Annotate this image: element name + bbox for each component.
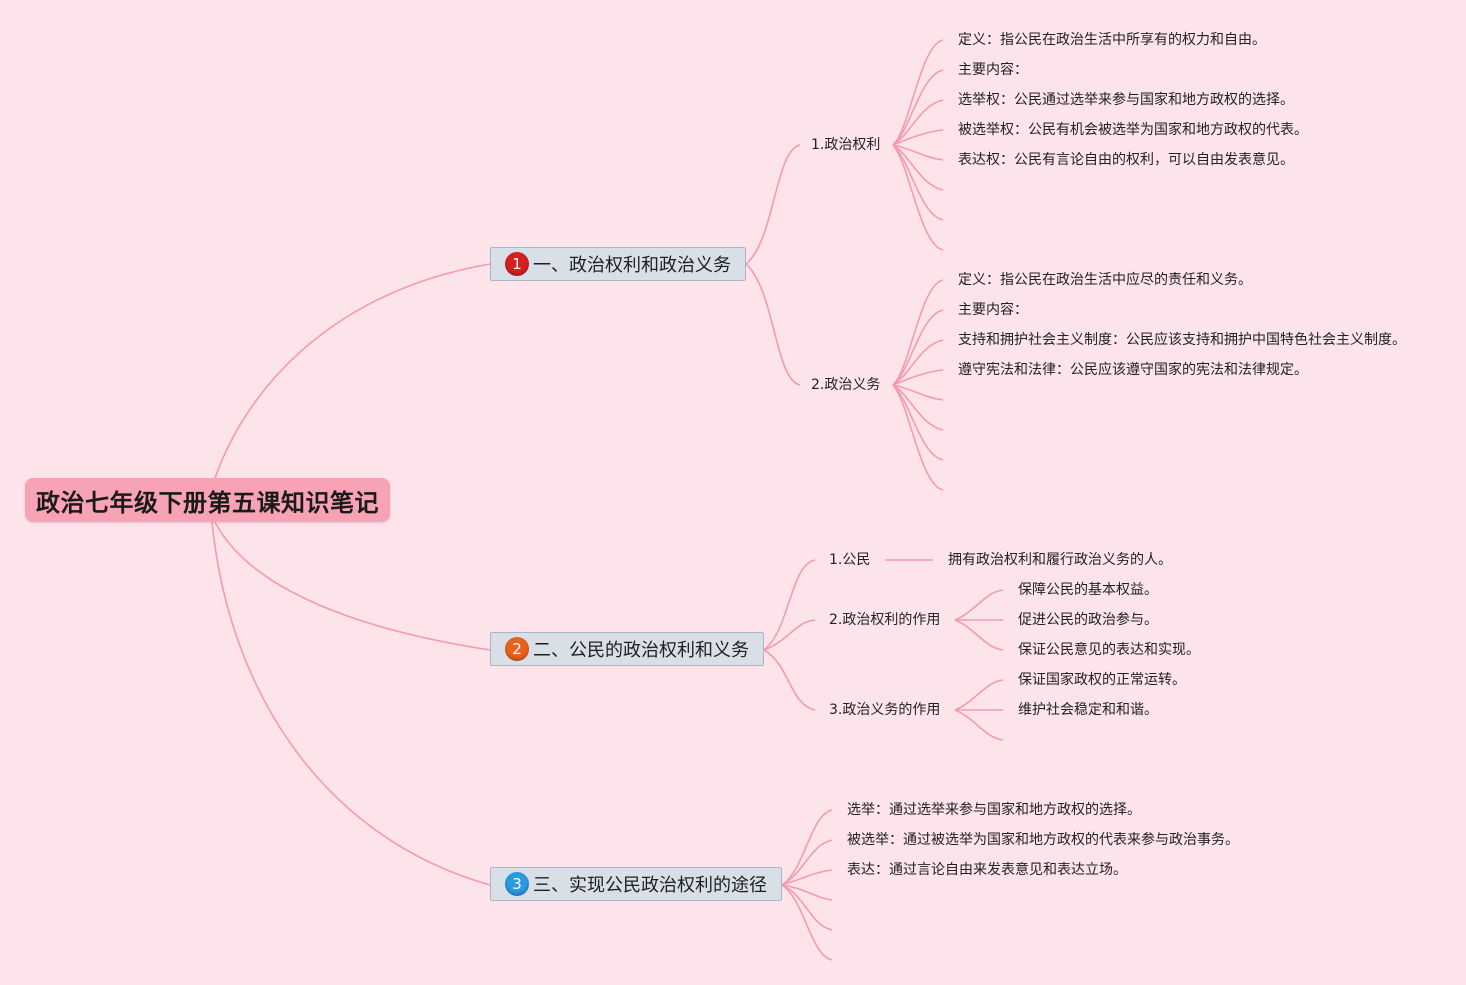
branch-ways-to-realize-rights[interactable]: 3 三、实现公民政治权利的途径	[490, 867, 782, 901]
detail-way-election[interactable]: 选举：通过选举来参与国家和地方政权的选择。	[847, 802, 1141, 818]
subtopic-citizen[interactable]: 1.公民	[829, 552, 871, 568]
subtopic-political-duties[interactable]: 2.政治义务	[811, 377, 881, 393]
link-b2-rights-role	[763, 619, 816, 651]
link-b1-rights	[745, 144, 801, 265]
detail-rights-role-1[interactable]: 保障公民的基本权益。	[1018, 582, 1158, 598]
detail-rights-role-3[interactable]: 保证公民意见的表达和实现。	[1018, 642, 1200, 658]
detail-right-of-expression[interactable]: 表达权：公民有言论自由的权利，可以自由发表意见。	[958, 152, 1294, 168]
detail-obey-constitution[interactable]: 遵守宪法和法律：公民应该遵守国家的宪法和法律规定。	[958, 362, 1308, 378]
link-root-branch2	[214, 521, 491, 651]
branch-label: 三、实现公民政治权利的途径	[533, 875, 767, 896]
subtopic-rights-role[interactable]: 2.政治权利的作用	[829, 612, 941, 628]
detail-way-being-elected[interactable]: 被选举：通过被选举为国家和地方政权的代表来参与政治事务。	[847, 832, 1239, 848]
branch-label: 一、政治权利和政治义务	[533, 255, 731, 276]
branch-label: 二、公民的政治权利和义务	[533, 640, 749, 661]
link-b1-duties	[745, 263, 801, 386]
detail-citizen-definition[interactable]: 拥有政治权利和履行政治义务的人。	[948, 552, 1172, 568]
subtopic-duties-role[interactable]: 3.政治义务的作用	[829, 702, 941, 718]
link-b2-citizen	[763, 559, 816, 651]
root-topic[interactable]: 政治七年级下册第五课知识笔记	[25, 478, 390, 522]
detail-way-expression[interactable]: 表达：通过言论自由来发表意见和表达立场。	[847, 862, 1127, 878]
link-root-branch3	[211, 521, 491, 886]
number-badge-3: 3	[505, 872, 529, 896]
detail-duties-role-1[interactable]: 保证国家政权的正常运转。	[1018, 672, 1186, 688]
detail-support-socialism[interactable]: 支持和拥护社会主义制度：公民应该支持和拥护中国特色社会主义制度。	[958, 332, 1406, 348]
detail-duties-definition[interactable]: 定义：指公民在政治生活中应尽的责任和义务。	[958, 272, 1252, 288]
branch-political-rights-duties[interactable]: 1 一、政治权利和政治义务	[490, 247, 746, 281]
number-badge-2: 2	[505, 637, 529, 661]
detail-right-to-be-elected[interactable]: 被选举权：公民有机会被选举为国家和地方政权的代表。	[958, 122, 1308, 138]
link-root-branch1	[214, 263, 491, 479]
detail-duties-main-content[interactable]: 主要内容：	[958, 302, 1028, 318]
detail-rights-definition[interactable]: 定义：指公民在政治生活中所享有的权力和自由。	[958, 32, 1266, 48]
detail-rights-main-content[interactable]: 主要内容：	[958, 62, 1028, 78]
branch-citizen-rights-duties[interactable]: 2 二、公民的政治权利和义务	[490, 632, 764, 666]
detail-right-to-vote[interactable]: 选举权：公民通过选举来参与国家和地方政权的选择。	[958, 92, 1294, 108]
link-b2-duties-role	[763, 649, 816, 711]
number-badge-1: 1	[505, 252, 529, 276]
subtopic-political-rights[interactable]: 1.政治权利	[811, 137, 881, 153]
detail-rights-role-2[interactable]: 促进公民的政治参与。	[1018, 612, 1158, 628]
detail-duties-role-2[interactable]: 维护社会稳定和和谐。	[1018, 702, 1158, 718]
